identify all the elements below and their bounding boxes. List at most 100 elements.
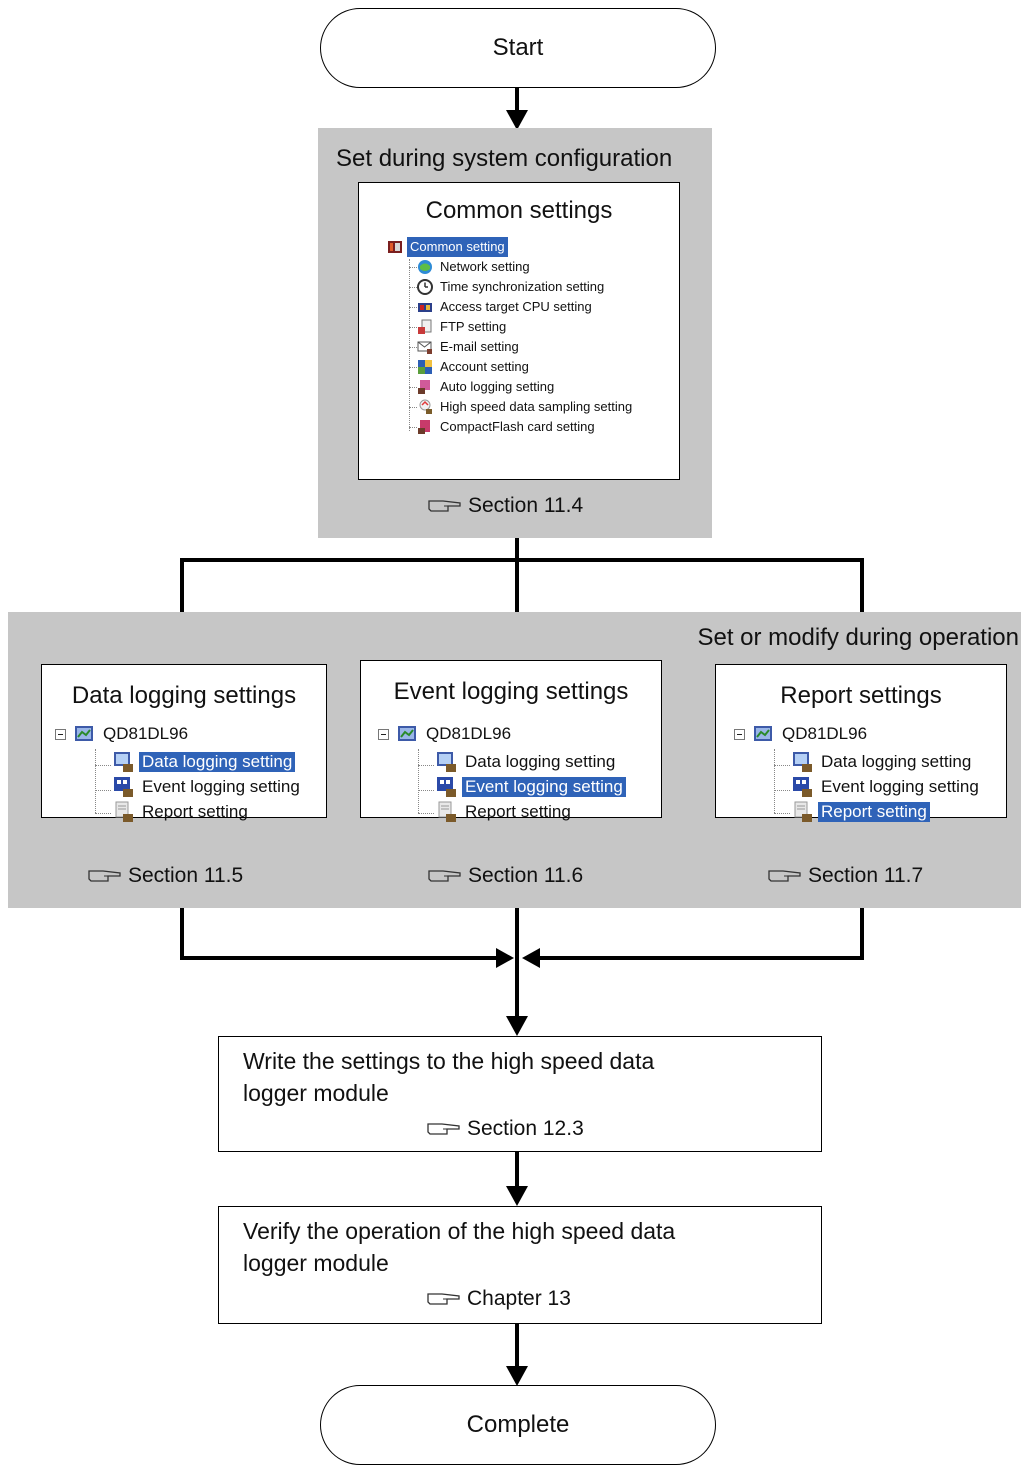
tree-item-label: Common setting <box>407 237 508 257</box>
tree-item-time-sync-setting[interactable]: Time synchronization setting <box>409 277 607 297</box>
reference-text: Chapter 13 <box>467 1287 571 1310</box>
tree-item-sampling-setting[interactable]: High speed data sampling setting <box>409 397 635 417</box>
reference-text: Section 12.3 <box>467 1117 584 1140</box>
tree-item-data-logging[interactable]: Data logging setting <box>774 751 974 773</box>
common-settings-window: Common settings Common setting Network s… <box>358 182 680 480</box>
reference-text: Section 11.7 <box>808 864 924 887</box>
tree-item-event-logging[interactable]: Event logging setting <box>418 776 626 798</box>
event-logging-icon <box>792 776 814 798</box>
sampling-icon <box>417 399 433 415</box>
tree-item-network-setting[interactable]: Network setting <box>409 257 533 277</box>
tree-item-label: Event logging setting <box>821 777 979 796</box>
event-logging-window: Event logging settings QD81DL96 Data log… <box>360 660 662 822</box>
reference-hand-icon <box>428 498 462 514</box>
logger-module-icon <box>753 723 775 745</box>
tree-root-module[interactable]: QD81DL96 <box>55 723 191 745</box>
tree-item-common-setting[interactable]: Common setting <box>387 237 508 257</box>
network-icon <box>417 259 433 275</box>
reference-link[interactable]: Section 11.6 <box>428 864 583 888</box>
tree-item-label: Report setting <box>465 802 571 821</box>
panel-caption: Set during system configuration <box>336 145 673 172</box>
ftp-icon <box>417 319 433 335</box>
tree-item-event-logging[interactable]: Event logging setting <box>95 776 303 798</box>
clock-icon <box>417 279 433 295</box>
arrow-head <box>522 948 540 968</box>
data-logging-icon <box>792 751 814 773</box>
tree-item-cf-card-setting[interactable]: CompactFlash card setting <box>409 417 598 437</box>
tree-item-label: Event logging setting <box>142 777 300 796</box>
reference-link[interactable]: Section 11.4 <box>428 494 583 518</box>
tree-item-label: Account setting <box>440 359 529 374</box>
collapse-toggle-icon[interactable] <box>734 728 745 740</box>
data-logging-icon <box>436 751 458 773</box>
reference-text: Section 11.6 <box>468 864 584 887</box>
reference-hand-icon <box>427 1121 461 1137</box>
tree-root-module[interactable]: QD81DL96 <box>378 723 514 745</box>
tree-item-label: Report setting <box>142 802 248 821</box>
cpu-icon <box>417 299 433 315</box>
complete-terminal: Complete <box>320 1385 716 1465</box>
tree-root-label: QD81DL96 <box>103 724 189 743</box>
report-window: Report settings QD81DL96 Data logging se… <box>715 664 1007 822</box>
collapse-toggle-icon[interactable] <box>55 728 66 740</box>
tree-item-event-logging[interactable]: Event logging setting <box>774 776 982 798</box>
reference-link[interactable]: Section 12.3 <box>427 1117 584 1141</box>
reference-link[interactable]: Chapter 13 <box>427 1287 571 1311</box>
reference-hand-icon <box>428 868 462 884</box>
tree-item-label: Data logging setting <box>465 752 616 771</box>
connector-split-bar <box>180 558 864 612</box>
tree-item-report[interactable]: Report setting <box>95 801 251 823</box>
window-title: Data logging settings <box>71 682 297 709</box>
tree-item-ftp-setting[interactable]: FTP setting <box>409 317 509 337</box>
event-logging-icon <box>436 776 458 798</box>
arrow-head <box>496 948 514 968</box>
verify-operation-step: Verify the operation of the high speed d… <box>218 1206 822 1324</box>
tree-item-label: Time synchronization setting <box>440 279 605 294</box>
tree-root-label: QD81DL96 <box>426 724 512 743</box>
step-line-2: logger module <box>243 1080 389 1106</box>
write-settings-step: Write the settings to the high speed dat… <box>218 1036 822 1152</box>
report-icon <box>436 801 458 823</box>
step-line-2: logger module <box>243 1250 389 1276</box>
account-icon <box>417 359 433 375</box>
tree-item-auto-logging-setting[interactable]: Auto logging setting <box>409 377 557 397</box>
reference-link[interactable]: Section 11.5 <box>88 864 243 888</box>
start-label: Start <box>492 34 544 61</box>
arrow-head <box>506 110 528 130</box>
mail-icon <box>417 339 433 355</box>
tree-item-label: Data logging setting <box>821 752 972 771</box>
tree-item-report[interactable]: Report setting <box>418 801 574 823</box>
module-icon <box>387 239 403 255</box>
reference-hand-icon <box>768 868 802 884</box>
operation-panel: Set or modify during operation Data logg… <box>8 612 1021 908</box>
arrow-head <box>506 1186 528 1206</box>
tree-item-data-logging[interactable]: Data logging setting <box>95 751 296 773</box>
tree-item-report[interactable]: Report setting <box>774 801 930 823</box>
tree-item-label: E-mail setting <box>440 339 519 354</box>
window-title: Common settings <box>425 197 613 224</box>
tree-item-label: Access target CPU setting <box>440 299 592 314</box>
arrow-head <box>506 1366 528 1386</box>
reference-link[interactable]: Section 11.7 <box>768 864 923 888</box>
tree-item-label: Auto logging setting <box>440 379 555 394</box>
collapse-toggle-icon[interactable] <box>378 728 389 740</box>
panel-caption: Set or modify during operation <box>697 624 1019 651</box>
tree-item-access-cpu-setting[interactable]: Access target CPU setting <box>409 297 595 317</box>
tree-root-module[interactable]: QD81DL96 <box>734 723 870 745</box>
connector-merge-right <box>538 908 864 960</box>
tree-item-label: Event logging setting <box>462 777 626 797</box>
report-icon <box>792 801 814 823</box>
arrow-head <box>506 1016 528 1036</box>
report-icon <box>113 801 135 823</box>
reference-text: Section 11.5 <box>128 864 244 887</box>
event-logging-icon <box>113 776 135 798</box>
tree-root-label: QD81DL96 <box>782 724 868 743</box>
tree-item-account-setting[interactable]: Account setting <box>409 357 532 377</box>
system-config-panel: Set during system configuration Common s… <box>318 128 712 538</box>
reference-hand-icon <box>88 868 122 884</box>
tree-item-email-setting[interactable]: E-mail setting <box>409 337 522 357</box>
tree-item-data-logging[interactable]: Data logging setting <box>418 751 618 773</box>
tree-item-label: Network setting <box>440 259 530 274</box>
logger-module-icon <box>397 723 419 745</box>
